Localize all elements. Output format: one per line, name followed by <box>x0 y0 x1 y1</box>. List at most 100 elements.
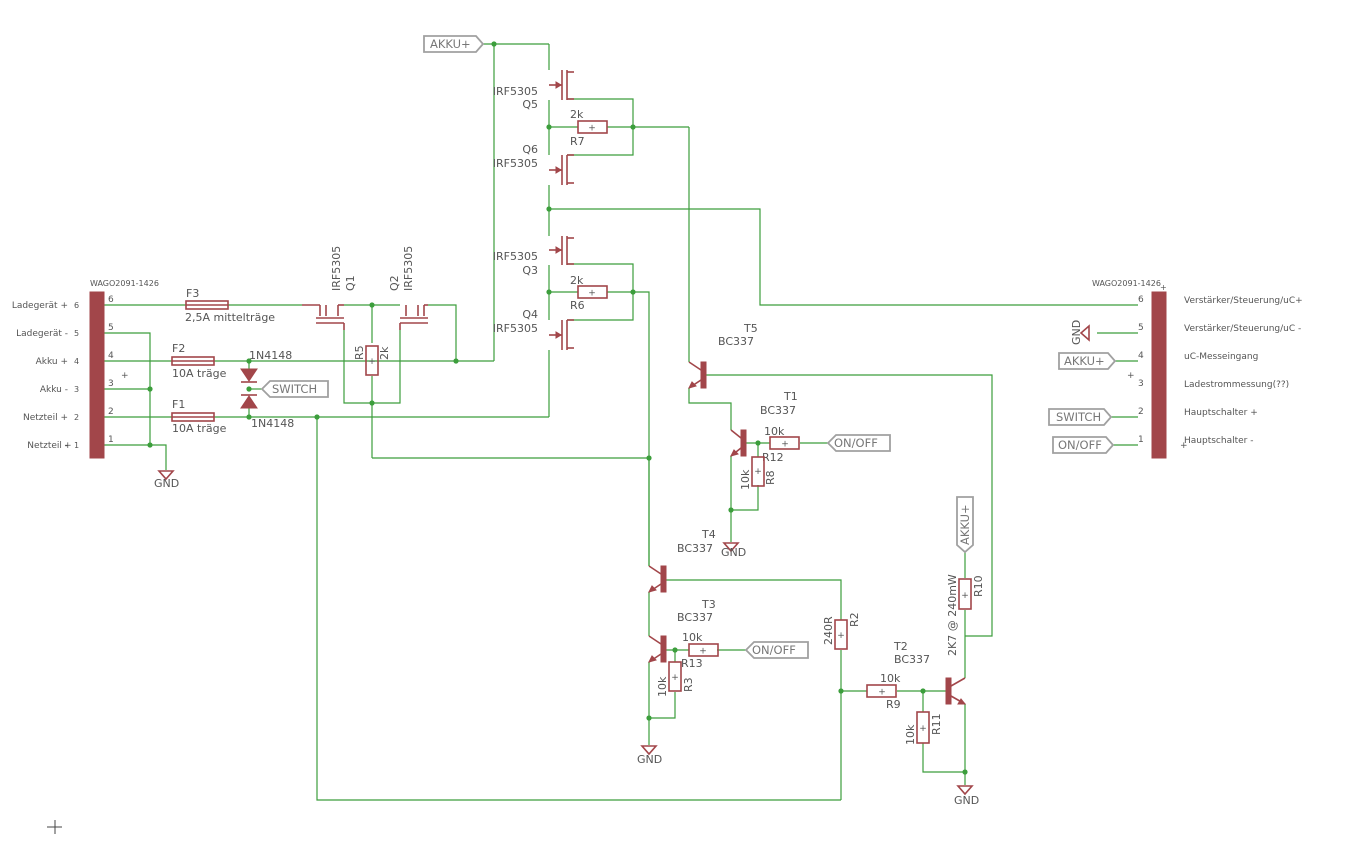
connector-left-part: WAGO2091-1426 <box>90 279 159 288</box>
transistor-t3: T3 BC337 <box>648 598 716 663</box>
resistor-r6: + 2k R6 <box>570 274 608 312</box>
connector-left: WAGO2091-1426 6 5 4 3 2 1 Ladegerät + La… <box>12 279 159 459</box>
svg-text:+: + <box>754 467 762 477</box>
svg-text:6: 6 <box>74 301 79 310</box>
flag-akku-r10: AKKU+ <box>956 496 974 554</box>
svg-text:+: + <box>588 289 596 299</box>
pin-num: 2 <box>1138 407 1144 417</box>
origin-marks: + + + + + <box>47 283 1188 834</box>
svg-text:+: + <box>781 440 789 450</box>
pin-label: Netzteil + <box>23 413 68 423</box>
mosfet-q5: IRF5305 Q5 <box>493 70 574 111</box>
pin-num: 3 <box>1138 379 1144 389</box>
mosfet-q3: IRF5305 Q3 <box>493 236 574 277</box>
svg-text:BC337: BC337 <box>760 404 796 417</box>
pin-num: 3 <box>108 379 114 389</box>
pin-num: 1 <box>108 435 114 445</box>
pin-label: Netzteil - <box>27 441 68 451</box>
transistor-t1: T1 BC337 <box>730 390 798 457</box>
gnd-t2: GND <box>954 785 979 807</box>
svg-text:10k: 10k <box>764 425 785 438</box>
connector-right: WAGO2091-1426 6 5 4 3 2 1 Verstärker/Ste… <box>1092 279 1303 459</box>
svg-text:R11: R11 <box>930 713 943 735</box>
svg-text:R2: R2 <box>848 612 861 627</box>
svg-text:AKKU+: AKKU+ <box>1064 354 1105 368</box>
svg-text:AKKU+: AKKU+ <box>958 504 972 545</box>
pin-num: 6 <box>108 295 114 305</box>
svg-text:10k: 10k <box>656 676 669 697</box>
svg-text:R8: R8 <box>764 470 777 485</box>
svg-text:Q1: Q1 <box>344 275 357 291</box>
resistor-r3: + 10k R3 <box>656 661 695 697</box>
svg-text:GND: GND <box>954 794 979 807</box>
svg-text:BC337: BC337 <box>718 335 754 348</box>
svg-text:R9: R9 <box>886 698 901 711</box>
svg-text:2: 2 <box>74 413 79 422</box>
fuse-f2: F2 10A träge <box>171 342 227 380</box>
svg-text:+: + <box>368 357 376 367</box>
mosfet-q2: Q2 IRF5305 <box>388 246 428 330</box>
resistor-r10: + 2K7 @ 240mW R10 <box>946 574 985 656</box>
svg-text:R5: R5 <box>353 345 366 360</box>
svg-text:BC337: BC337 <box>894 653 930 666</box>
resistor-r7: + 2k R7 <box>570 108 608 148</box>
mosfet-q1: IRF5305 Q1 <box>302 246 357 330</box>
junctions <box>147 41 968 775</box>
svg-text:Q3: Q3 <box>522 264 538 277</box>
svg-text:+: + <box>1127 371 1135 381</box>
flag-akku-right: AKKU+ <box>1058 352 1117 370</box>
resistor-r2: + 240R R2 <box>822 612 861 650</box>
svg-text:2k: 2k <box>570 108 584 121</box>
svg-text:SWITCH: SWITCH <box>1056 410 1101 424</box>
pin-label: Akku - <box>40 385 68 395</box>
pin-label: Hauptschalter - <box>1184 436 1253 446</box>
diode-d2: 1N4148 <box>240 394 294 430</box>
svg-text:AKKU+: AKKU+ <box>430 37 471 51</box>
svg-text:Q6: Q6 <box>522 143 538 156</box>
svg-text:ON/OFF: ON/OFF <box>752 643 796 657</box>
flag-onoff-right: ON/OFF <box>1052 436 1115 454</box>
svg-text:T3: T3 <box>701 598 716 611</box>
fuse-f3: F3 2,5A mittelträge <box>185 287 275 324</box>
svg-text:T4: T4 <box>701 528 716 541</box>
svg-text:10k: 10k <box>880 672 901 685</box>
gnd-t4: GND <box>721 542 746 559</box>
svg-text:T5: T5 <box>743 322 758 335</box>
mosfet-q4: Q4 IRF5305 <box>493 308 574 350</box>
svg-text:2K7 @ 240mW: 2K7 @ 240mW <box>946 574 959 656</box>
flag-onoff-t1: ON/OFF <box>826 434 891 452</box>
flag-switch-right: SWITCH <box>1048 408 1113 426</box>
svg-text:ON/OFF: ON/OFF <box>1058 438 1102 452</box>
svg-text:2,5A mittelträge: 2,5A mittelträge <box>185 311 275 324</box>
pin-label: Hauptschalter + <box>1184 408 1258 418</box>
pin-num: 5 <box>108 323 114 333</box>
svg-text:1: 1 <box>74 441 79 450</box>
pin-label: Ladegerät + <box>12 301 68 311</box>
transistor-t4: T4 BC337 <box>648 528 716 593</box>
transistor-t2: T2 BC337 <box>893 640 967 705</box>
svg-text:+: + <box>64 441 72 451</box>
svg-text:+: + <box>878 688 886 698</box>
svg-text:Q2: Q2 <box>388 275 401 291</box>
svg-text:+: + <box>671 673 679 683</box>
pin-num: 2 <box>108 407 114 417</box>
svg-text:GND: GND <box>154 477 179 490</box>
pin-label: Ladestrommessung(??) <box>1184 380 1289 390</box>
pin-num: 5 <box>1138 323 1144 333</box>
svg-text:2k: 2k <box>570 274 584 287</box>
svg-text:240R: 240R <box>822 616 835 645</box>
connector-right-part: WAGO2091-1426 <box>1092 279 1161 288</box>
connector-right-pins: 6 5 4 3 2 1 Verstärker/Steuerung/uC+ Ver… <box>1138 295 1303 446</box>
connector-left-pins: 6 5 4 3 2 1 Ladegerät + Ladegerät - Akku… <box>12 295 114 451</box>
svg-text:1N4148: 1N4148 <box>251 417 294 430</box>
flag-onoff-t3: ON/OFF <box>744 641 809 659</box>
svg-text:10A träge: 10A träge <box>172 422 227 435</box>
svg-text:BC337: BC337 <box>677 611 713 624</box>
svg-text:R7: R7 <box>570 135 585 148</box>
pin-label: uC-Messeingang <box>1184 352 1258 362</box>
pin-num: 6 <box>1138 295 1144 305</box>
svg-text:+: + <box>1160 283 1167 292</box>
svg-text:IRF5305: IRF5305 <box>330 246 343 291</box>
svg-text:10k: 10k <box>682 631 703 644</box>
svg-text:R12: R12 <box>762 451 784 464</box>
